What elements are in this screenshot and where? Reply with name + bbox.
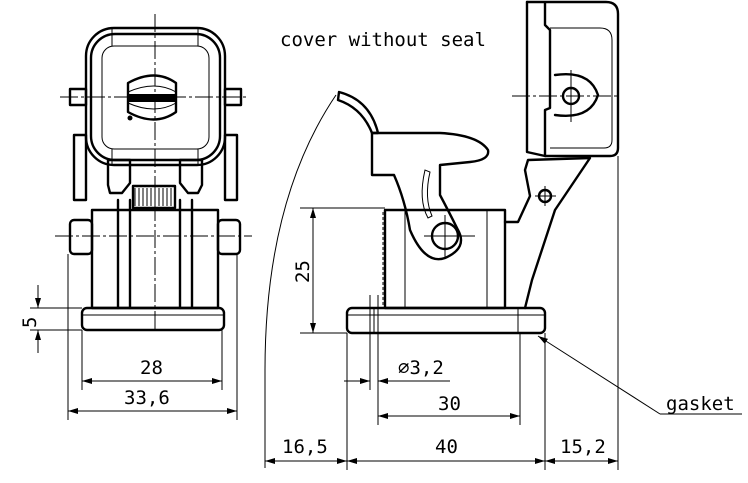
front-dimensions: 5 28 33,6 — [19, 254, 238, 420]
dim-30: 30 — [438, 393, 461, 415]
dim-25: 25 — [292, 260, 314, 283]
brand-logo — [126, 74, 178, 121]
dim-28: 28 — [140, 357, 163, 379]
front-view — [55, 14, 252, 332]
dim-hole-diameter: ∅3,2 — [398, 357, 444, 379]
gasket-callout: gasket — [537, 335, 742, 415]
dim-15-2: 15,2 — [560, 436, 606, 458]
cover-without-seal-label: cover without seal — [280, 29, 486, 51]
dim-33-6: 33,6 — [124, 387, 170, 409]
gasket-label: gasket — [666, 393, 735, 415]
dim-5: 5 — [19, 317, 41, 328]
dim-16-5: 16,5 — [282, 436, 328, 458]
dim-40: 40 — [435, 436, 458, 458]
side-view — [264, 0, 620, 468]
open-cover — [512, 0, 620, 158]
side-dimensions: 25 ∅3,2 30 16,5 40 15,2 — [265, 156, 619, 470]
